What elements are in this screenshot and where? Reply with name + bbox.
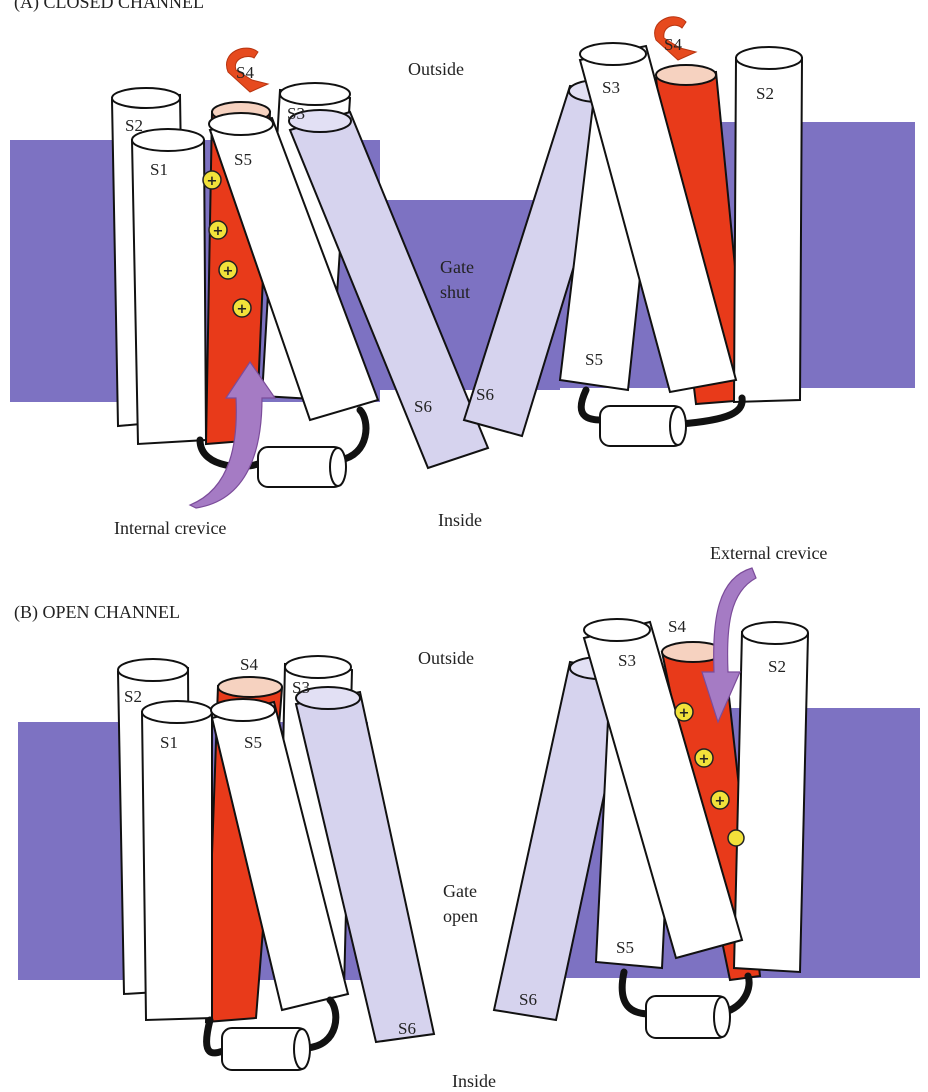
label-s3: S3 [618, 651, 636, 670]
charge-symbol: + [223, 264, 234, 279]
charge-symbol: + [207, 174, 218, 189]
label-s6: S6 [476, 385, 494, 404]
label-s3: S3 [292, 678, 310, 697]
charge-symbol: + [715, 794, 726, 809]
label-s5: S5 [234, 150, 252, 169]
label-gate-line1: Gate [443, 881, 477, 901]
charge-symbol: + [679, 706, 690, 721]
helix-s1-cap [142, 701, 212, 723]
helix-s3-cap [285, 656, 351, 678]
label-s5: S5 [585, 350, 603, 369]
helix-s2-cap [112, 88, 180, 108]
label-s2: S2 [125, 116, 143, 135]
label-s1: S1 [150, 160, 168, 179]
label-gate-line2: open [443, 906, 478, 926]
helix-s4-cap [218, 677, 282, 697]
helix-s1 [132, 140, 206, 444]
helix-s2-cap [736, 47, 802, 69]
label-s6: S6 [398, 1019, 416, 1038]
label-gate-line1: Gate [440, 257, 474, 277]
left-subunit-b: S2 S1 S4 S3 S5 S6 [118, 655, 434, 1070]
helix-s2 [734, 632, 808, 972]
label-inside: Inside [452, 1071, 496, 1091]
label-outside: Outside [408, 59, 464, 79]
panel-a-title: (A) CLOSED CHANNEL [14, 0, 204, 13]
helix-s5-cap [209, 113, 273, 135]
label-s5: S5 [616, 938, 634, 957]
label-s5: S5 [244, 733, 262, 752]
label-s6: S6 [414, 397, 432, 416]
charge-partial [728, 830, 744, 846]
helix-s1 [142, 712, 212, 1020]
helix-s5-cap [211, 699, 275, 721]
helix-s4-cap [656, 65, 716, 85]
label-internal-crevice: Internal crevice [114, 518, 226, 538]
right-subunit-b: + + + S3 S4 S2 S5 S6 [494, 568, 808, 1038]
label-gate-line2: shut [440, 282, 470, 302]
label-s3: S3 [602, 78, 620, 97]
linker-cylinder-cap [294, 1029, 310, 1069]
charge-symbol: + [237, 302, 248, 317]
label-s2: S2 [124, 687, 142, 706]
charge-symbol: + [213, 224, 224, 239]
helix-s2-cap [118, 659, 188, 681]
label-s1: S1 [160, 733, 178, 752]
label-outside: Outside [418, 648, 474, 668]
label-s4: S4 [236, 63, 254, 82]
linker-cylinder-cap [670, 407, 686, 445]
linker-cylinder-cap [714, 997, 730, 1037]
helix-s3-cap [280, 83, 350, 105]
panel-b-open: (B) OPEN CHANNEL [14, 543, 920, 1091]
label-s6: S6 [519, 990, 537, 1009]
linker-cylinder-cap [330, 448, 346, 486]
charge-symbol: + [699, 752, 710, 767]
helix-s3-cap [580, 43, 646, 65]
label-s3: S3 [287, 104, 305, 123]
label-s2: S2 [756, 84, 774, 103]
helix-s2 [734, 58, 802, 402]
helix-s2-cap [742, 622, 808, 644]
label-s4: S4 [664, 35, 682, 54]
panel-a-closed: (A) CLOSED CHANNEL [10, 0, 915, 538]
label-s2: S2 [768, 657, 786, 676]
label-inside: Inside [438, 510, 482, 530]
label-s4: S4 [668, 617, 686, 636]
helix-s3-cap [584, 619, 650, 641]
panel-b-title: (B) OPEN CHANNEL [14, 602, 180, 623]
label-s4: S4 [240, 655, 258, 674]
label-external-crevice: External crevice [710, 543, 827, 563]
